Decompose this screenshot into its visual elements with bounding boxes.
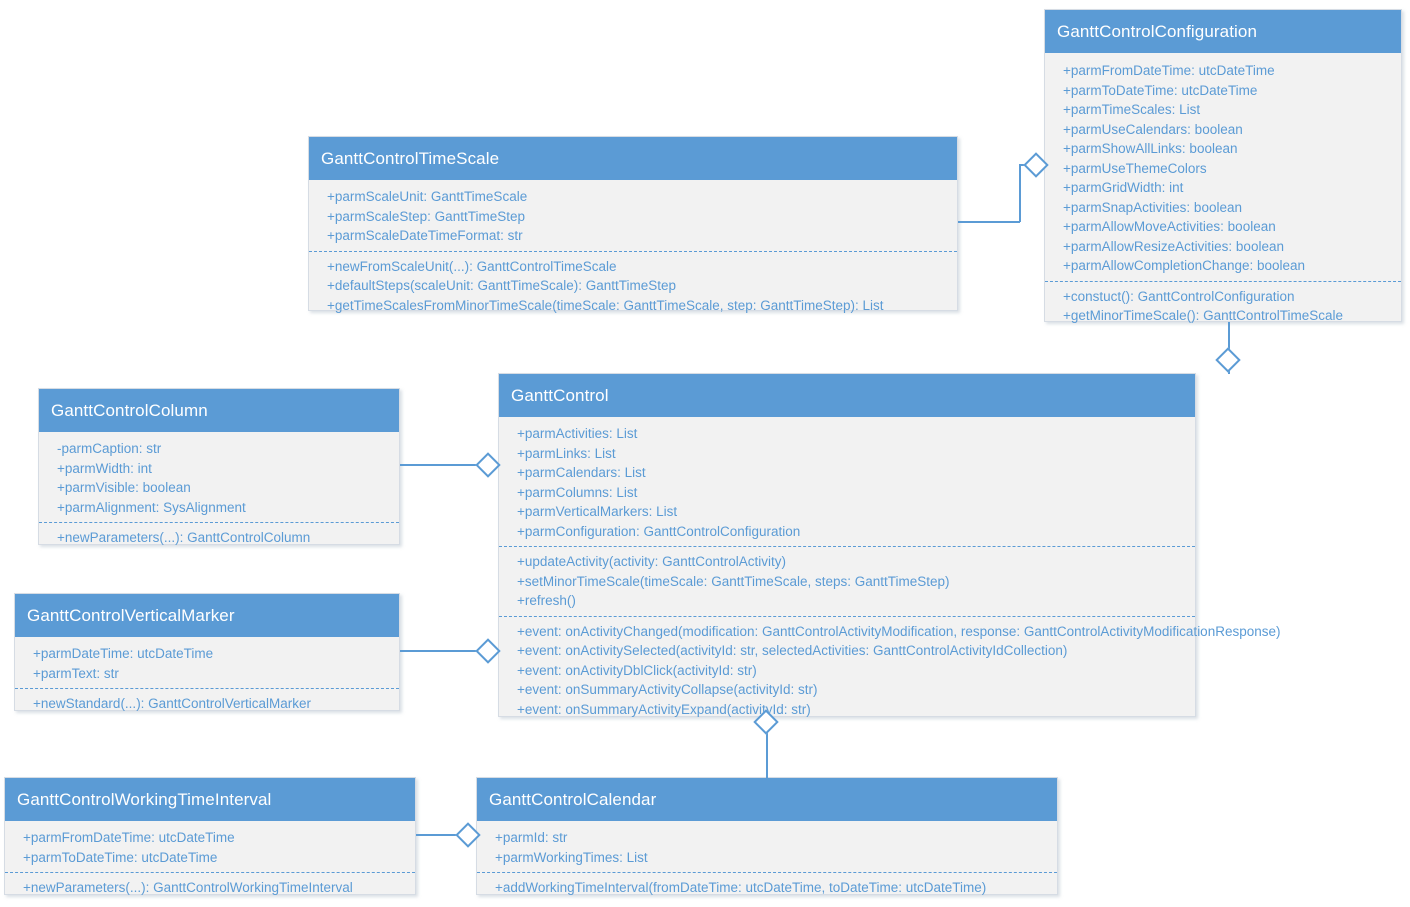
class-box-gantt-control-vertical-marker[interactable]: GanttControlVerticalMarker +parmDateTime… xyxy=(14,593,400,711)
connector-timescale-to-configuration-segment-2 xyxy=(1019,164,1021,222)
class-member: +parmWidth: int xyxy=(57,460,152,476)
class-box-gantt-control[interactable]: GanttControl +parmActivities: List +parm… xyxy=(498,373,1281,717)
aggregation-diamond-ganttcontrol-verticalmarker xyxy=(475,638,501,664)
connector-verticalmarker-to-ganttcontrol xyxy=(400,650,488,652)
class-member: +getMinorTimeScale(): GanttControlTimeSc… xyxy=(1063,308,1343,323)
attributes-section-column: -parmCaption: str +parmWidth: int +parmV… xyxy=(39,432,399,522)
class-member: +newStandard(...): GanttControlVerticalM… xyxy=(33,696,311,711)
aggregation-diamond-ganttcontrol-configuration xyxy=(1215,347,1241,373)
class-member: +event: onActivityDblClick(activityId: s… xyxy=(517,662,757,678)
methods-section-column: +newParameters(...): GanttControlColumn xyxy=(39,522,399,553)
class-member: +newParameters(...): GanttControlWorking… xyxy=(23,880,353,895)
methods-section-verticalmarker: +newStandard(...): GanttControlVerticalM… xyxy=(15,688,399,719)
attributes-section-timescale: +parmScaleUnit: GanttTimeScale +parmScal… xyxy=(309,180,957,251)
class-member: +event: onSummaryActivityExpand(activity… xyxy=(517,701,811,717)
class-box-gantt-control-time-scale[interactable]: GanttControlTimeScale +parmScaleUnit: Ga… xyxy=(308,136,958,313)
class-title-gantt-control: GanttControl xyxy=(499,374,1195,417)
class-title-gantt-control-time-scale: GanttControlTimeScale xyxy=(309,137,957,180)
class-member: +parmVisible: boolean xyxy=(57,480,191,495)
methods-section-configuration: +constuct(): GanttControlConfiguration +… xyxy=(1045,280,1401,331)
class-member: +parmId: str xyxy=(495,830,568,845)
methods-section-ganttcontrol: +updateActivity(activity: GanttControlAc… xyxy=(499,546,1195,616)
class-box-gantt-control-column[interactable]: GanttControlColumn -parmCaption: str +pa… xyxy=(38,388,400,545)
attributes-section-verticalmarker: +parmDateTime: utcDateTime +parmText: st… xyxy=(15,637,399,688)
class-member: +event: onActivitySelected(activityId: s… xyxy=(517,643,1068,658)
class-member: +parmToDateTime: utcDateTime xyxy=(23,849,218,865)
methods-section-calendar: +addWorkingTimeInterval(fromDateTime: ut… xyxy=(477,872,1057,903)
attributes-section-calendar: +parmId: str +parmWorkingTimes: List xyxy=(477,821,1057,872)
aggregation-diamond-ganttcontrol-column xyxy=(475,452,501,478)
attributes-section-configuration: +parmFromDateTime: utcDateTime +parmToDa… xyxy=(1045,53,1401,281)
connector-workingtimeinterval-to-calendar xyxy=(416,834,470,836)
class-member: +event: onActivityChanged(modification: … xyxy=(517,623,1281,639)
class-member: +getTimeScalesFromMinorTimeScale(timeSca… xyxy=(327,297,884,313)
class-member: +parmAllowMoveActivities: boolean xyxy=(1063,219,1276,234)
attributes-section-workingtimeinterval: +parmFromDateTime: utcDateTime +parmToDa… xyxy=(5,821,415,872)
class-member: +parmFromDateTime: utcDateTime xyxy=(1063,63,1275,78)
class-member: +defaultSteps(scaleUnit: GanttTimeScale)… xyxy=(327,278,677,293)
class-member: +parmTimeScales: List xyxy=(1063,102,1201,117)
class-member: +parmToDateTime: utcDateTime xyxy=(1063,82,1258,98)
class-member: +refresh() xyxy=(517,593,576,608)
class-member: +parmUseCalendars: boolean xyxy=(1063,121,1243,137)
class-member: +newParameters(...): GanttControlColumn xyxy=(57,530,311,545)
class-member: +parmActivities: List xyxy=(517,426,638,441)
class-member: +parmVerticalMarkers: List xyxy=(517,504,678,519)
class-member: +event: onSummaryActivityCollapse(activi… xyxy=(517,682,818,697)
class-member: +parmGridWidth: int xyxy=(1063,180,1184,195)
events-section-ganttcontrol: +event: onActivityChanged(modification: … xyxy=(499,615,1281,725)
class-title-gantt-control-configuration: GanttControlConfiguration xyxy=(1045,10,1401,53)
connector-calendar-to-ganttcontrol xyxy=(766,716,768,778)
class-title-gantt-control-vertical-marker: GanttControlVerticalMarker xyxy=(15,594,399,637)
class-member: +parmConfiguration: GanttControlConfigur… xyxy=(517,523,801,539)
class-member: +parmShowAllLinks: boolean xyxy=(1063,141,1238,156)
class-box-gantt-control-configuration[interactable]: GanttControlConfiguration +parmFromDateT… xyxy=(1044,9,1402,323)
class-member: +parmScaleDateTimeFormat: str xyxy=(327,228,523,243)
class-member: +parmScaleStep: GanttTimeStep xyxy=(327,208,525,224)
class-member: +parmAlignment: SysAlignment xyxy=(57,499,246,515)
methods-section-workingtimeinterval: +newParameters(...): GanttControlWorking… xyxy=(5,872,415,903)
class-member: +parmColumns: List xyxy=(517,484,638,500)
class-member: +parmScaleUnit: GanttTimeScale xyxy=(327,189,528,204)
methods-section-timescale: +newFromScaleUnit(...): GanttControlTime… xyxy=(309,250,957,321)
class-member: +parmAllowResizeActivities: boolean xyxy=(1063,238,1284,254)
class-member: +parmAllowCompletionChange: boolean xyxy=(1063,258,1306,273)
class-member: +parmWorkingTimes: List xyxy=(495,849,648,865)
class-member: +parmSnapActivities: boolean xyxy=(1063,199,1242,215)
attributes-section-ganttcontrol: +parmActivities: List +parmLinks: List +… xyxy=(499,417,1195,546)
class-member: +setMinorTimeScale(timeScale: GanttTimeS… xyxy=(517,573,950,589)
connector-column-to-ganttcontrol xyxy=(400,464,488,466)
class-box-gantt-control-calendar[interactable]: GanttControlCalendar +parmId: str +parmW… xyxy=(476,777,1058,895)
class-member: +constuct(): GanttControlConfiguration xyxy=(1063,288,1295,304)
connector-timescale-to-configuration-segment-1 xyxy=(958,221,1020,223)
class-title-gantt-control-working-time-interval: GanttControlWorkingTimeInterval xyxy=(5,778,415,821)
class-title-gantt-control-calendar: GanttControlCalendar xyxy=(477,778,1057,821)
class-member: +parmCalendars: List xyxy=(517,465,646,480)
class-title-gantt-control-column: GanttControlColumn xyxy=(39,389,399,432)
class-member: -parmCaption: str xyxy=(57,441,162,456)
class-member: +parmFromDateTime: utcDateTime xyxy=(23,830,235,845)
class-box-gantt-control-working-time-interval[interactable]: GanttControlWorkingTimeInterval +parmFro… xyxy=(4,777,416,895)
class-member: +parmText: str xyxy=(33,665,119,681)
class-member: +updateActivity(activity: GanttControlAc… xyxy=(517,554,786,569)
class-member: +parmUseThemeColors xyxy=(1063,160,1207,176)
class-member: +newFromScaleUnit(...): GanttControlTime… xyxy=(327,258,617,274)
class-member: +parmLinks: List xyxy=(517,445,616,461)
class-member: +addWorkingTimeInterval(fromDateTime: ut… xyxy=(495,880,987,895)
class-member: +parmDateTime: utcDateTime xyxy=(33,646,214,661)
